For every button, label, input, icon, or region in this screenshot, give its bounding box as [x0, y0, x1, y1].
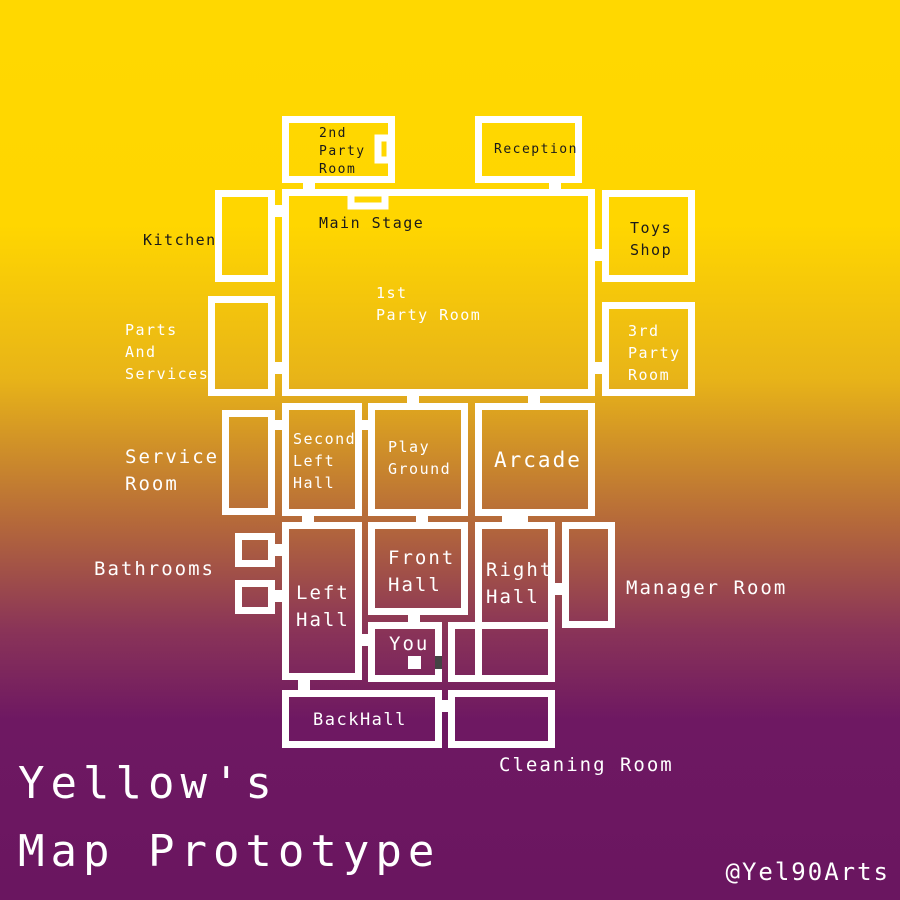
player-marker-icon — [408, 656, 421, 669]
label-manager-room: Manager Room — [626, 577, 788, 599]
2nd-party-room-alcove — [374, 134, 394, 164]
label-3rd-party-room: 3rd Party Room — [628, 322, 681, 384]
room-manager-room[interactable] — [562, 522, 615, 628]
label-parts-and-services: Parts And Services — [125, 321, 210, 383]
room-reception[interactable] — [475, 116, 582, 183]
room-bathroom-2[interactable] — [235, 580, 275, 614]
artist-credit: @Yel90Arts — [725, 858, 890, 886]
room-back-hall[interactable] — [282, 690, 442, 748]
doorways — [272, 180, 605, 712]
label-service-room: Service Room — [125, 446, 220, 495]
room-parts-and-services[interactable] — [208, 296, 275, 396]
label-right-hall: Right Hall — [486, 559, 554, 608]
room-kitchen[interactable] — [215, 190, 275, 282]
label-main-stage: Main Stage — [319, 214, 425, 232]
office-door-icon[interactable] — [435, 656, 442, 669]
label-front-hall: Front Hall — [388, 547, 456, 596]
label-second-left-hall: Second Left Hall — [293, 430, 357, 492]
label-2nd-party-room: 2nd Party Room — [319, 126, 366, 177]
room-1st-party-room[interactable] — [282, 189, 595, 396]
label-play-ground: Play Ground — [388, 438, 452, 478]
room-second-left-hall[interactable] — [282, 403, 362, 516]
label-left-hall: Left Hall — [296, 582, 350, 631]
room-lower-right — [448, 622, 555, 682]
room-service-room[interactable] — [222, 410, 275, 515]
right-hall-inner-wall — [482, 622, 509, 629]
label-you: You — [389, 633, 430, 655]
label-bathrooms: Bathrooms — [94, 558, 215, 580]
main-stage-platform — [347, 189, 389, 210]
label-1st-party-room: 1st Party Room — [376, 284, 482, 324]
room-bathroom-1[interactable] — [235, 533, 275, 567]
label-arcade: Arcade — [494, 448, 582, 472]
label-cleaning-room: Cleaning Room — [499, 754, 674, 776]
label-kitchen: Kitchen — [143, 231, 217, 249]
label-back-hall: BackHall — [313, 710, 407, 730]
room-3rd-party-room[interactable] — [602, 302, 695, 396]
label-reception: Reception — [494, 142, 578, 157]
map-title: Yellow's Map Prototype — [18, 758, 441, 877]
room-cleaning-room[interactable] — [448, 690, 555, 748]
label-toys-shop: Toys Shop — [630, 219, 673, 259]
room-you-office[interactable] — [368, 622, 442, 682]
room-toys-shop[interactable] — [602, 190, 695, 282]
